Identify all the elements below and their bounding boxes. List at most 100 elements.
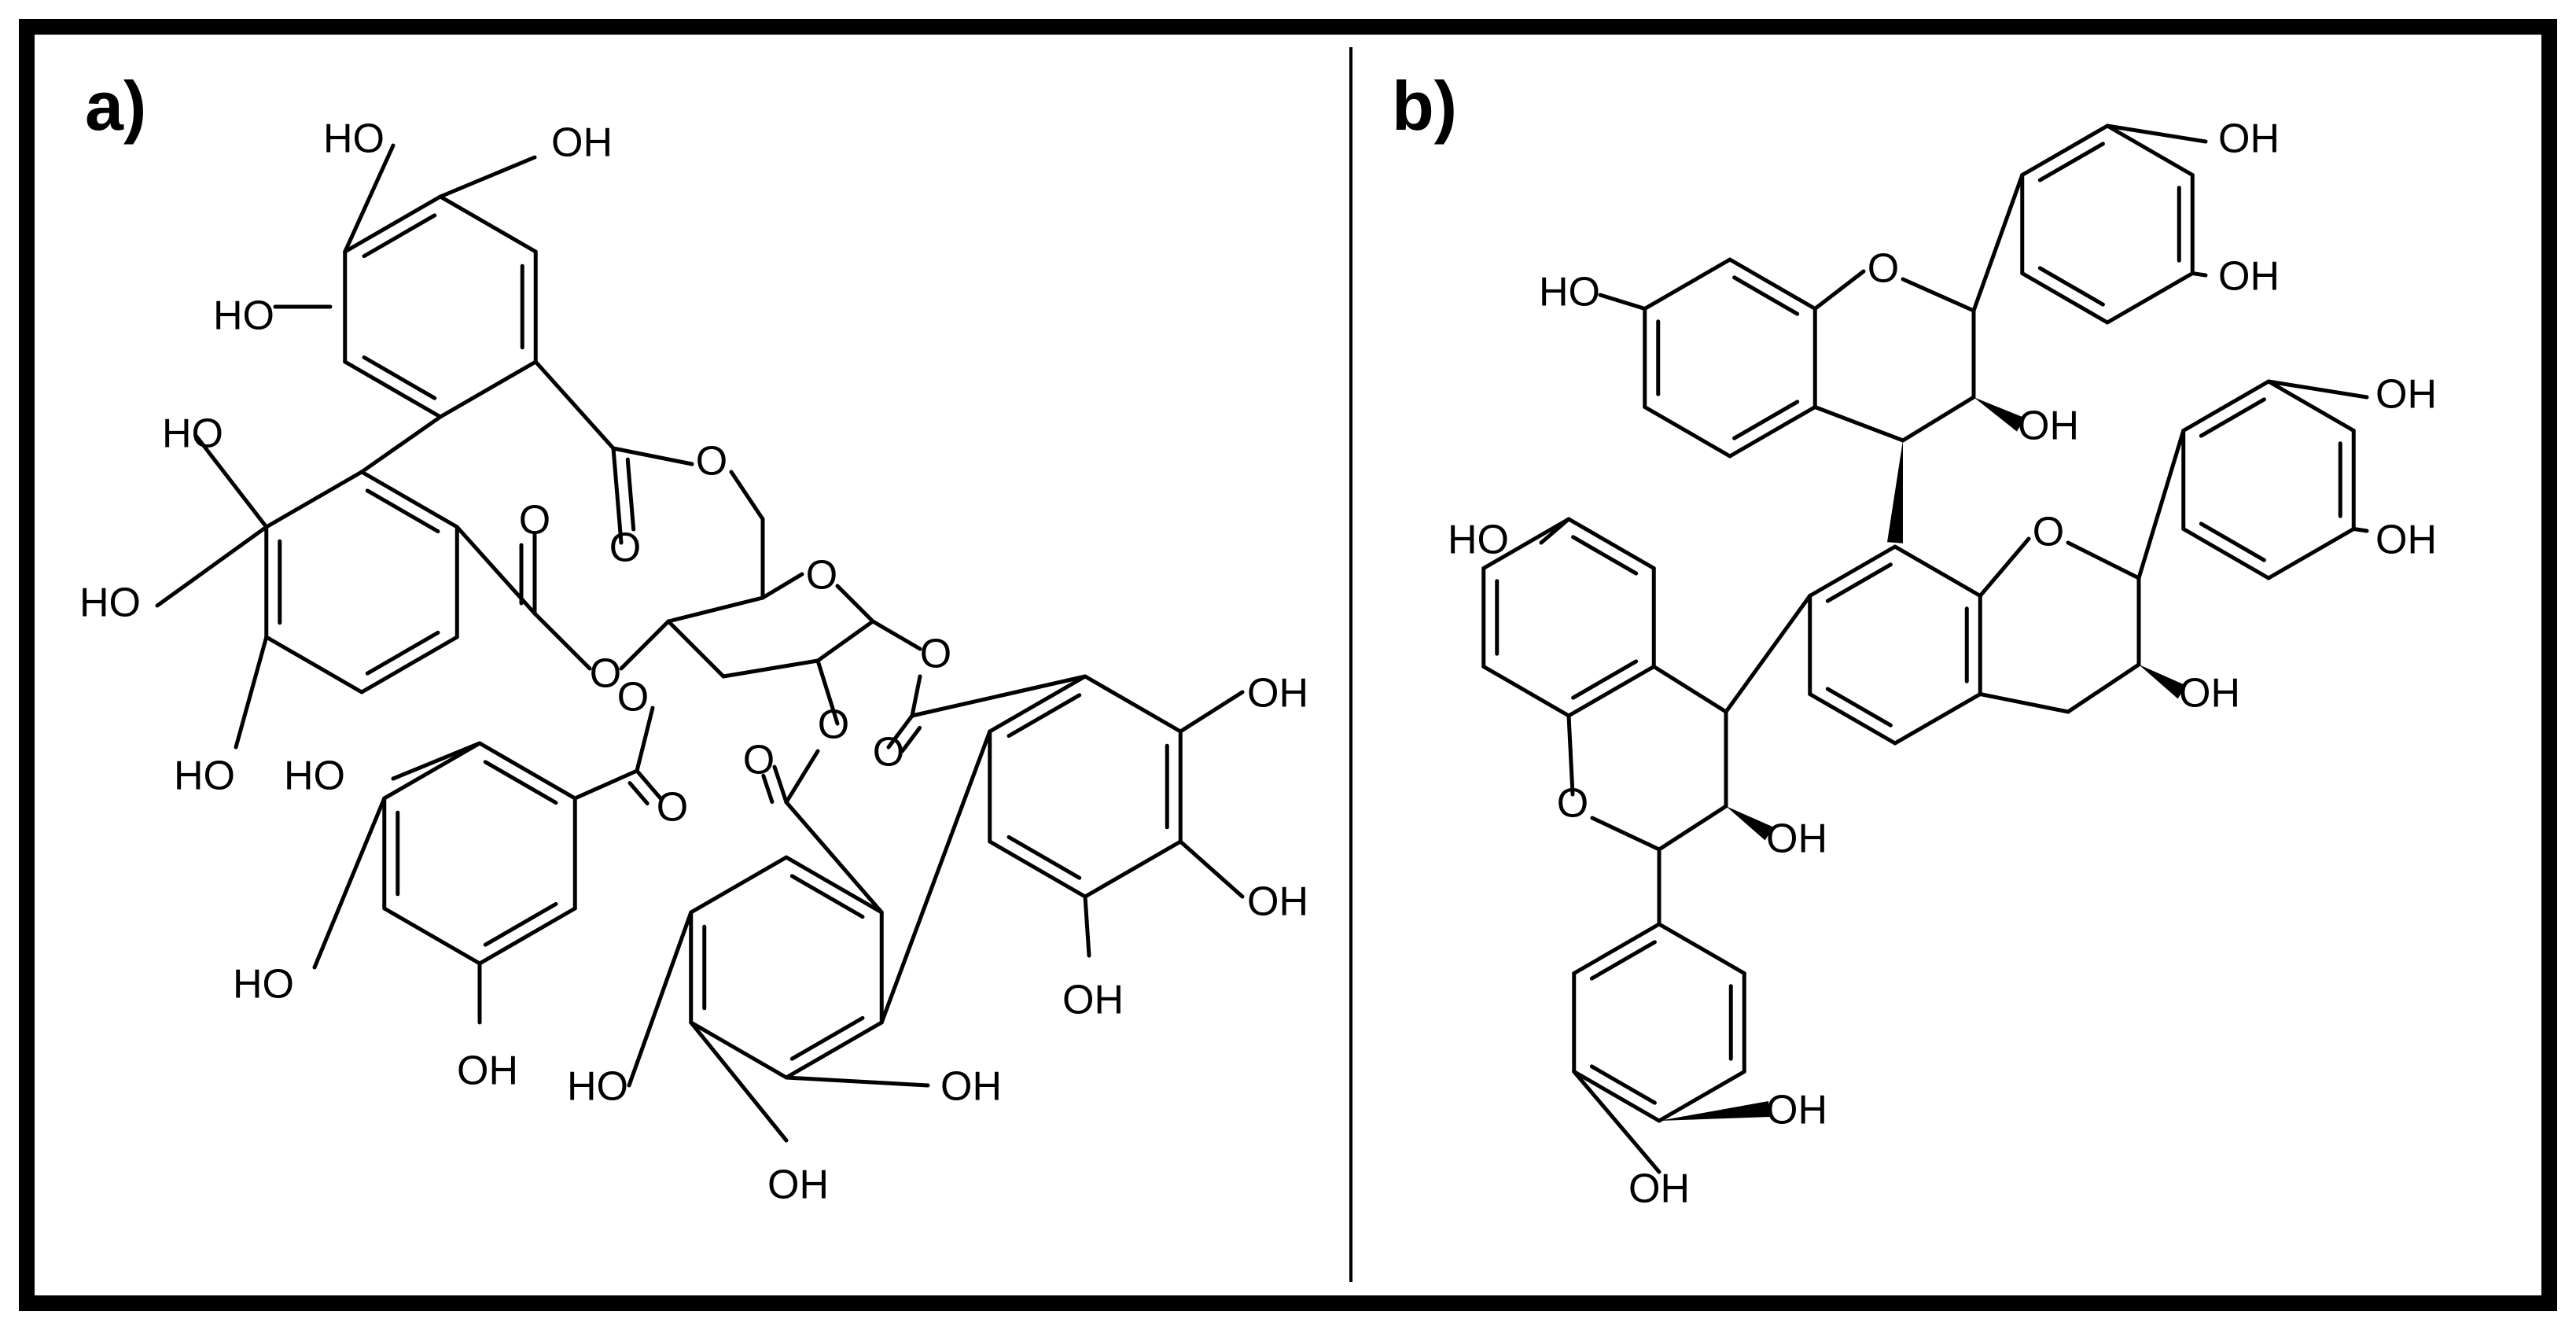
- ring-b2-bond: [689, 855, 789, 915]
- ring-b1-bond-double: [1006, 693, 1082, 739]
- c-ring-bond: [1901, 395, 1976, 443]
- hydroxyl-label: HO: [1448, 518, 1509, 563]
- bottom-b-ring-bond-double: [1589, 1064, 1657, 1105]
- glucose-bond: [721, 658, 820, 679]
- c-ring-bond: [1566, 713, 1575, 797]
- hydroxyl-label: OH: [2375, 372, 2437, 418]
- oxygen-label: O: [818, 702, 849, 748]
- hydroxyl-label: OH: [2179, 671, 2240, 717]
- bond: [2105, 123, 2208, 144]
- top-a-ring-bond: [1643, 405, 1732, 459]
- oxygen-label: O: [617, 675, 649, 720]
- ring-a1-bond: [343, 194, 443, 254]
- ring-b2-bond-double: [789, 1015, 865, 1061]
- bottom-b-ring-bond: [1572, 1070, 1662, 1123]
- mid-b-ring-bond-double: [2199, 397, 2266, 438]
- bottom-b-ring-bond: [1657, 922, 1746, 975]
- hydroxyl-label: HO: [233, 962, 294, 1008]
- ring-b1-bond: [988, 839, 1087, 899]
- panel-b-bonds: [1481, 123, 2369, 1174]
- glucose-bond: [666, 619, 726, 679]
- carbonyl-bond: [772, 764, 789, 805]
- interflavan-bond: [1724, 594, 1812, 714]
- double-bond-line: [627, 781, 650, 806]
- bottom-a-ring-bond: [1481, 517, 1571, 570]
- wedge-bond: [1974, 397, 2026, 432]
- c-ring-bond: [1651, 665, 1728, 714]
- mid-b-ring-bond: [2266, 527, 2356, 580]
- ester-bond: [784, 749, 820, 805]
- hydroxyl-label: OH: [1766, 816, 1827, 862]
- c-ring-bond: [1978, 692, 2070, 714]
- mid-a-ring-bond-double: [1825, 687, 1893, 728]
- galloyl-ring-bond: [477, 741, 577, 801]
- bond: [627, 910, 694, 1088]
- carbonyl-bond: [635, 768, 663, 801]
- top-b-ring-bond-double: [2037, 266, 2105, 307]
- bond: [194, 434, 269, 529]
- bond: [1178, 690, 1245, 734]
- panel-b-wedge-bonds: [1659, 397, 2187, 1121]
- bottom-b-ring-bond: [1657, 1070, 1746, 1123]
- double-bond-line: [761, 773, 775, 805]
- bond: [2266, 379, 2369, 400]
- c-ring-bond: [1657, 804, 1728, 852]
- mid-a-ring-bond: [1808, 692, 1897, 746]
- top-a-ring-bond: [1728, 257, 1817, 311]
- c-ring-bond: [1590, 816, 1662, 852]
- c-ring-bond: [1812, 269, 1866, 311]
- ring-a2-bond: [359, 470, 459, 529]
- bond: [234, 635, 269, 750]
- hydroxyl-label: HO: [162, 411, 223, 457]
- bond: [784, 1075, 930, 1088]
- hydroxyl-label: OH: [2218, 254, 2280, 300]
- hydroxyl-label: OH: [1062, 978, 1124, 1023]
- c-ring-bond: [1901, 277, 1976, 313]
- oxygen-label: O: [743, 738, 775, 783]
- hydroxyl-label: OH: [1766, 1088, 1827, 1133]
- ester-bond: [784, 800, 884, 915]
- oxygen-label: O: [696, 439, 727, 484]
- bottom-b-ring-bond-double: [1589, 940, 1657, 981]
- ester-bond: [870, 619, 922, 651]
- oxygen-label: O: [657, 785, 688, 831]
- ester-bond: [910, 674, 1087, 718]
- bottom-b-ring-bond: [1572, 922, 1662, 975]
- hydroxyl-label: HO: [174, 753, 235, 799]
- hydroxyl-label: OH: [457, 1048, 518, 1094]
- ring-a1-bond: [438, 194, 538, 254]
- ester-bond: [635, 706, 655, 773]
- bottom-a-ring-bond: [1566, 517, 1656, 570]
- ring-a1-bond-double: [362, 213, 437, 259]
- hydroxyl-label: HO: [1539, 270, 1600, 315]
- ester-bond: [532, 611, 592, 671]
- oxygen-label: O: [920, 632, 951, 677]
- galloyl-ring-bond-double: [483, 901, 558, 947]
- ring-b1-bond: [1083, 674, 1183, 734]
- top-a-ring-bond-double: [1732, 275, 1800, 316]
- hydroxyl-label: OH: [1628, 1166, 1690, 1212]
- carbonyl-bond: [886, 713, 914, 750]
- ester-bond: [815, 658, 840, 726]
- wedge-bond: [1659, 1101, 1771, 1121]
- figure-border: [19, 19, 2557, 1311]
- top-a-ring-bond: [1728, 405, 1817, 459]
- bond: [391, 741, 482, 781]
- mid-a-ring-bond: [1893, 692, 1982, 746]
- bond: [689, 1020, 789, 1143]
- ring-b2-bond: [689, 1020, 789, 1080]
- bond: [2190, 271, 2208, 278]
- ring-b2-bond: [784, 855, 884, 915]
- bond: [1083, 894, 1091, 958]
- ring-a1-bond: [438, 359, 538, 419]
- bond: [2351, 527, 2369, 533]
- ring-b2-bond-double: [789, 874, 865, 919]
- c-ring-oxygen: O: [1557, 781, 1588, 827]
- ester-bond: [729, 470, 765, 521]
- wedge-bond: [1726, 806, 1774, 841]
- glucose-bond: [815, 619, 875, 663]
